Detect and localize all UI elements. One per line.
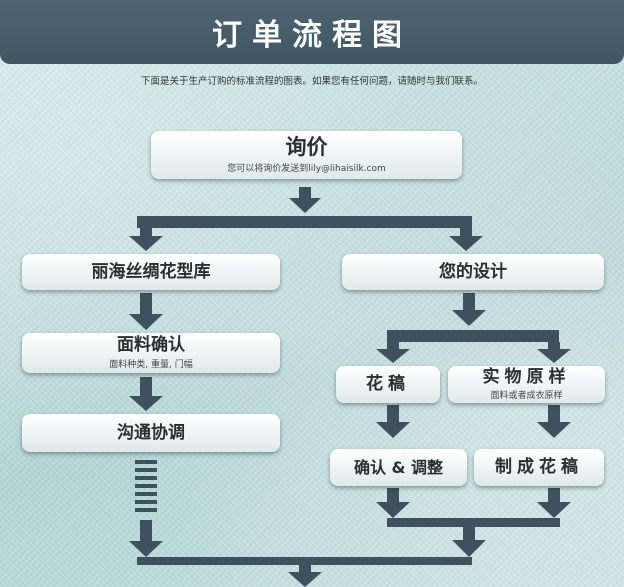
node-your-design: 您的设计 [342, 254, 604, 290]
arrow-left-final [129, 520, 163, 557]
arrow-flower-to-confirm [376, 405, 410, 438]
header-banner: 订单流程图 [0, 0, 624, 64]
your-design-label: 您的设计 [439, 261, 507, 282]
confirm-adjust-label: 确认 & 调整 [353, 457, 444, 477]
dash-4 [135, 484, 157, 488]
node-inquiry: 询价 您可以将询价发送到lily@lihaisilk.com [151, 131, 462, 179]
right-split-bar [387, 330, 559, 342]
node-library: 丽海丝绸花型库 [22, 254, 280, 290]
library-label: 丽海丝绸花型库 [91, 261, 211, 282]
dash-3 [135, 476, 157, 480]
arrow-confirm-down [376, 488, 410, 518]
arrow-inquiry-down [289, 187, 321, 213]
sample-note: 面料或者成衣原样 [490, 391, 563, 402]
dash-2 [135, 468, 157, 472]
dash-1 [135, 460, 157, 464]
dash-7 [135, 508, 157, 512]
node-confirm-adjust: 确认 & 调整 [330, 449, 467, 486]
split-bar [137, 216, 472, 228]
arrow-right-merge-down [452, 527, 486, 557]
page-title: 订单流程图 [212, 18, 412, 53]
intro-text: 下面是关于生产订购的标准流程的图表。如果您有任何问题，请随时与我们联系。 [140, 76, 483, 87]
node-fabric-confirm: 面料确认 面料种类, 重量, 门幅 [22, 333, 280, 373]
node-sample: 实物原样 面料或者成衣原样 [448, 366, 605, 403]
arrow-sample-to-make [537, 405, 571, 438]
arrow-your-design-down [452, 293, 486, 326]
communicate-label: 沟通协调 [117, 422, 185, 443]
arrow-to-flower-draft [376, 342, 410, 363]
inquiry-label: 询价 [285, 134, 328, 159]
node-make-draft: 制成花稿 [474, 449, 604, 486]
dash-5 [135, 492, 157, 496]
fabric-confirm-note: 面料种类, 重量, 门幅 [109, 359, 193, 370]
bottom-merge-bar [137, 557, 472, 565]
arrow-to-library [129, 228, 163, 251]
sample-label: 实物原样 [482, 366, 571, 387]
arrow-library-to-fabric [129, 293, 163, 330]
arrow-to-sample [537, 342, 571, 363]
make-draft-label: 制成花稿 [495, 457, 583, 478]
node-flower-draft: 花稿 [336, 366, 440, 403]
inquiry-email-note: 您可以将询价发送到lily@lihaisilk.com [227, 164, 386, 175]
arrow-fabric-to-communicate [129, 377, 163, 411]
right-merge-bar [387, 518, 560, 527]
dash-6 [135, 500, 157, 504]
arrow-final-down [288, 565, 322, 587]
fabric-confirm-label: 面料确认 [117, 335, 185, 356]
flower-draft-label: 花稿 [366, 374, 410, 395]
node-communicate: 沟通协调 [22, 414, 280, 452]
arrow-to-your-design [449, 228, 483, 251]
arrow-make-down [537, 488, 571, 518]
